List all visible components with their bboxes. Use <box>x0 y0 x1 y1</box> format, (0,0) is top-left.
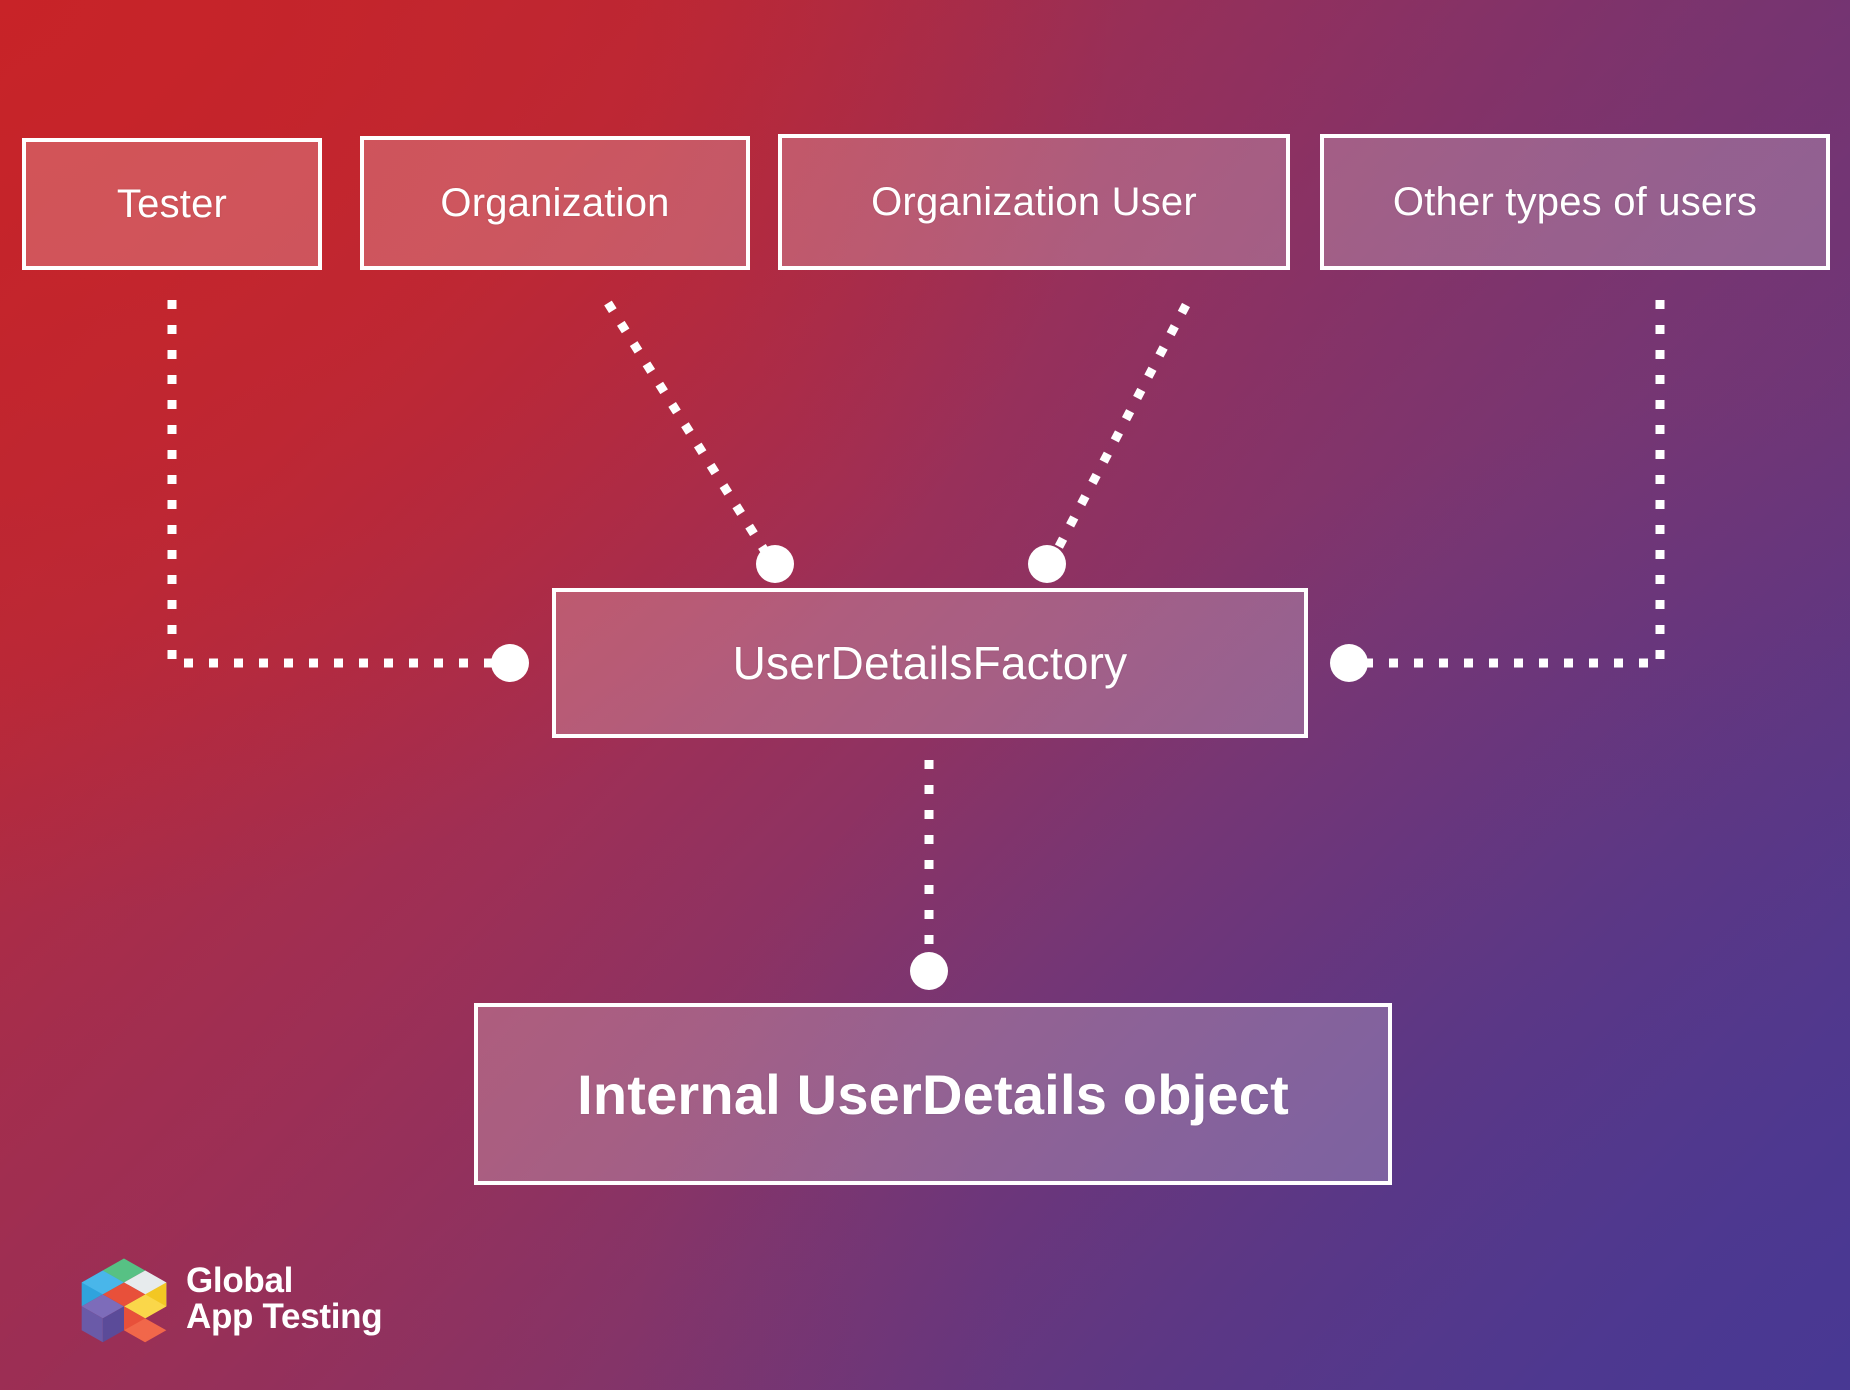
node-user-details-factory-label: UserDetailsFactory <box>732 637 1128 689</box>
connector-endpoint-other-users <box>1330 644 1368 682</box>
brand-logo-text: Global App Testing <box>186 1261 383 1336</box>
connector-organization-user-to-factory <box>1050 302 1190 559</box>
node-tester[interactable]: Tester <box>22 138 322 270</box>
node-internal-user-details-object[interactable]: Internal UserDetails object <box>474 1003 1392 1185</box>
node-internal-user-details-object-label: Internal UserDetails object <box>577 1062 1289 1126</box>
node-other-types-of-users[interactable]: Other types of users <box>1320 134 1830 270</box>
brand-logo: Global App Testing <box>78 1253 383 1345</box>
connector-endpoint-user-details <box>910 952 948 990</box>
node-organization-user[interactable]: Organization User <box>778 134 1290 270</box>
node-organization-user-label: Organization User <box>871 179 1197 224</box>
connector-other-users-to-factory <box>1360 300 1665 668</box>
brand-line-2: App Testing <box>186 1297 383 1336</box>
node-tester-label: Tester <box>116 181 228 226</box>
connector-endpoint-organization <box>756 545 794 583</box>
connector-endpoint-tester <box>491 644 529 682</box>
brand-line-1: Global <box>186 1261 294 1301</box>
global-app-testing-hexagon-icon <box>81 1258 167 1343</box>
node-user-details-factory[interactable]: UserDetailsFactory <box>552 588 1308 738</box>
node-other-types-of-users-label: Other types of users <box>1392 179 1758 224</box>
connector-endpoint-organization-user <box>1028 545 1066 583</box>
connector-organization-to-factory <box>604 300 772 559</box>
node-organization-label: Organization <box>440 180 670 225</box>
connector-tester-to-factory <box>167 300 500 668</box>
node-organization[interactable]: Organization <box>360 136 750 270</box>
